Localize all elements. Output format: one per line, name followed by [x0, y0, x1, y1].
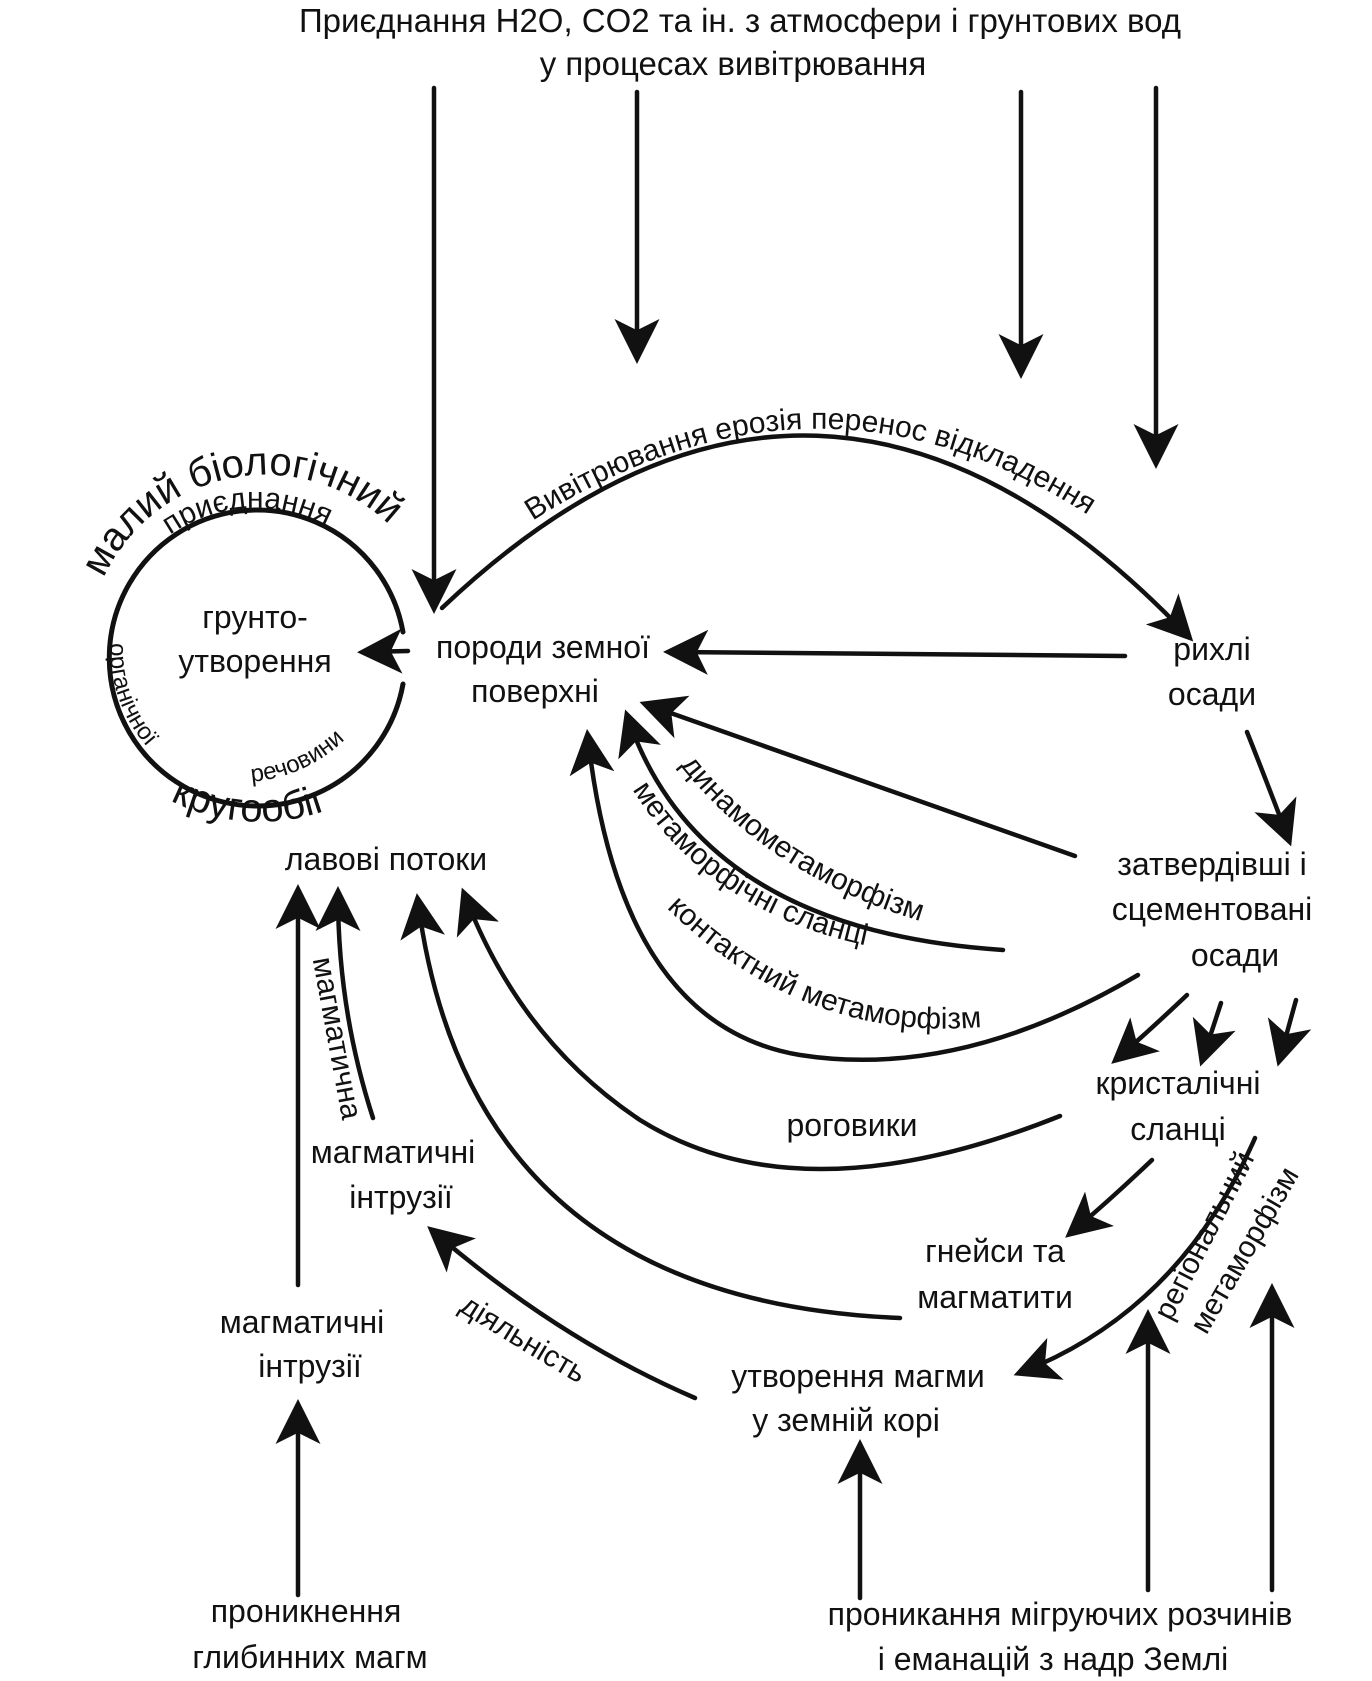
node-intrusions-left-1: магматичні [220, 1304, 385, 1340]
arrow-dynamo [639, 695, 1078, 859]
arrow-weathering-arc [439, 433, 1194, 642]
arrow-loose-to-surface [663, 629, 1128, 675]
arrow-cemented-crystalline-2 [1192, 1000, 1236, 1067]
node-intrusions-mid-1: магматичні [311, 1134, 476, 1170]
node-migrating-2: і еманацій з надр Землі [878, 1641, 1229, 1677]
arrow-hornfels [456, 887, 1063, 1172]
node-loose-1: рихлі [1173, 631, 1250, 667]
arrow-crystalline-to-gneiss [1065, 1157, 1155, 1238]
node-intrusions-mid-2: інтрузії [349, 1179, 453, 1215]
arrow-cemented-crystalline-1 [1111, 992, 1190, 1064]
node-surface-rocks-2: поверхні [471, 673, 599, 709]
node-gneiss-1: гнейси та [925, 1233, 1065, 1269]
arrow-loose-to-cemented [1244, 729, 1297, 847]
title-line-2: у процесах вивітрювання [540, 45, 927, 82]
node-lava: лавові потоки [285, 841, 487, 877]
cycle-inner-bottom: речовини [249, 724, 349, 788]
cycle-outer-bottom: кругообіг [166, 769, 332, 831]
label-hornfels: роговики [786, 1107, 917, 1143]
node-cemented-1: затвердівші і [1117, 846, 1306, 882]
arrow-to-soil [357, 628, 411, 674]
arrow-gneiss [400, 893, 903, 1321]
cycle-center-line-2: утворення [178, 643, 331, 679]
title-line-1: Приєднання H2O, CO2 та ін. з атмосфери і… [299, 2, 1181, 39]
arrow-contact [569, 729, 1141, 1063]
arrow-activity [427, 1226, 698, 1401]
node-deep-magma-1: проникнення [211, 1593, 402, 1629]
node-crystalline-1: кристалічні [1096, 1065, 1261, 1101]
node-migrating-1: проникання мігруючих розчинів [828, 1596, 1293, 1632]
node-intrusions-left-2: інтрузії [258, 1348, 362, 1384]
label-top-arc: Вивітрювання ерозія перенос відкладення [519, 403, 1102, 527]
arrow-schist [618, 709, 1006, 953]
cycle-inner-left: органічної [104, 643, 163, 751]
arrow-regional [1013, 1135, 1258, 1380]
node-cemented-3: осади [1191, 937, 1279, 973]
node-cemented-2: сцементовані [1112, 891, 1313, 927]
arrow-magmatic [315, 886, 376, 1121]
node-loose-2: осади [1168, 676, 1256, 712]
node-crystalline-2: сланці [1130, 1111, 1226, 1147]
node-deep-magma-2: глибинних магм [192, 1639, 427, 1675]
node-magma-1: утворення магми [731, 1358, 985, 1394]
arrow-cemented-crystalline-3 [1267, 997, 1312, 1067]
node-gneiss-2: магматити [917, 1279, 1073, 1315]
cycle-center-line-1: грунто- [202, 599, 308, 635]
label-magmatic-vertical: магматична [306, 954, 368, 1122]
node-surface-rocks-1: породи земної [436, 629, 650, 665]
node-magma-2: у земній корі [752, 1402, 940, 1438]
cycle-ring-left [106, 507, 406, 809]
